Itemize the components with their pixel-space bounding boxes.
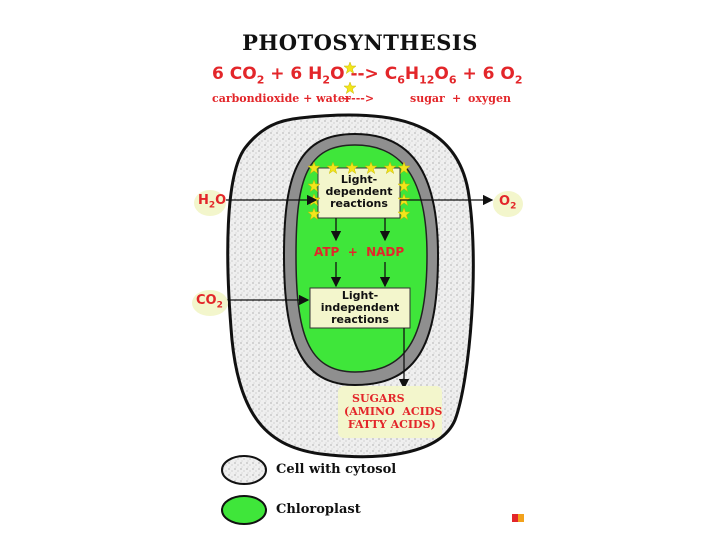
sugars-label: SUGARS (AMINO ACIDS FATTY ACIDS) xyxy=(344,392,442,431)
legend-cell-label: Cell with cytosol xyxy=(276,462,396,477)
sun-star-icon xyxy=(344,62,356,74)
light-dependent-label: Light- dependent reactions xyxy=(318,174,400,210)
co2-input-label: CO2 xyxy=(196,293,223,311)
corner-logo-icon xyxy=(512,514,524,522)
atp-nadp-label: ATP + NADP xyxy=(314,245,404,259)
water-input-label: H2O xyxy=(198,193,226,211)
legend-chloroplast-label: Chloroplast xyxy=(276,502,361,517)
legend-chloroplast-swatch xyxy=(222,496,266,524)
oxygen-output-label: O2 xyxy=(499,194,516,212)
light-independent-label: Light- independent reactions xyxy=(310,290,410,326)
legend-cell-swatch xyxy=(222,456,266,484)
sun-star-icon xyxy=(344,82,356,94)
